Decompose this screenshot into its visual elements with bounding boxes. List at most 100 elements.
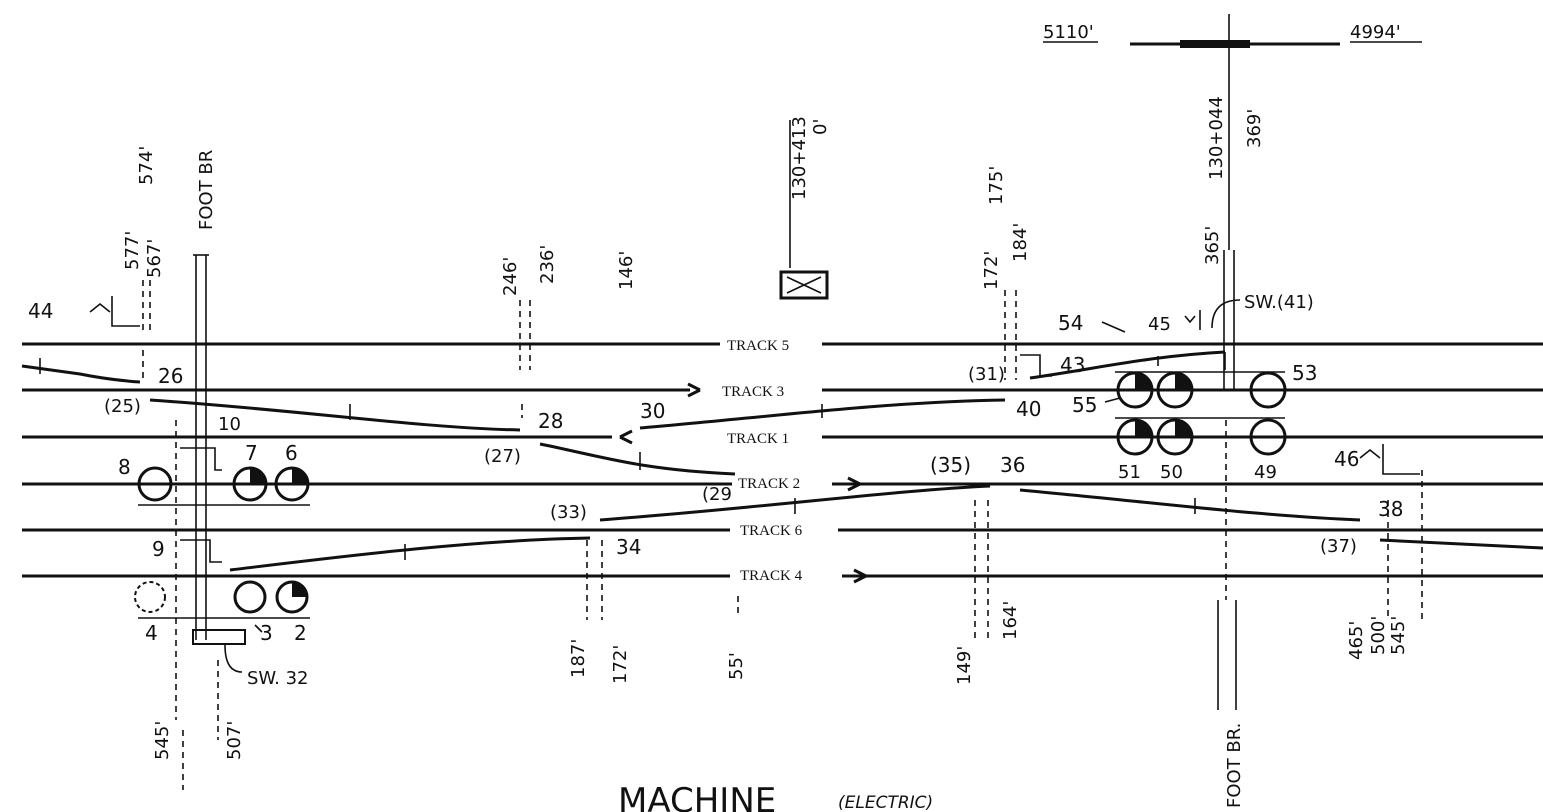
bottom-labels: 545' 507' 187' 172' 55' 149' 164' FOOT B… xyxy=(152,601,1409,808)
signal-51-fill xyxy=(1135,420,1152,437)
distance-bar-block xyxy=(1180,40,1250,48)
crossover-27-29 xyxy=(539,442,736,476)
signal-3-leader xyxy=(254,624,263,633)
signal-46-post-icon xyxy=(1359,444,1420,475)
track-4-label: TRACK 4 xyxy=(740,568,803,584)
track-3-label: TRACK 3 xyxy=(722,384,784,400)
dist-236-label: 236' xyxy=(537,245,558,284)
dist-369-label: 369' xyxy=(1244,109,1265,148)
device-53-label: 53 xyxy=(1292,361,1317,385)
signal-10-post-icon xyxy=(180,447,222,471)
signal-4-icon xyxy=(134,581,166,613)
signal-45-post-icon xyxy=(1184,310,1201,330)
device-4-label: 4 xyxy=(145,621,158,645)
signal-8-icon xyxy=(137,466,173,502)
tracks: TRACK 5 TRACK 3 TRACK 1 TRACK 2 TRACK 6 … xyxy=(22,338,1543,584)
crossover-9-34 xyxy=(229,536,591,572)
device-49-label: 49 xyxy=(1254,462,1277,483)
signal-54-fill xyxy=(1175,373,1192,390)
right-distance-label: 4994' xyxy=(1350,22,1401,43)
device-labels: 44 26 (25) 10 8 7 6 9 4 3 2 SW. 32 28 (2… xyxy=(28,292,1403,689)
dist-500-label: 500' xyxy=(1368,616,1389,655)
dist-172-label: 172' xyxy=(981,251,1002,290)
dist-184-label: 184' xyxy=(1010,223,1031,262)
dist-172b-label: 172' xyxy=(610,645,631,684)
crossover-43-45 xyxy=(1029,350,1226,380)
device-8-label: 8 xyxy=(118,455,131,479)
track-2-arrow xyxy=(847,476,861,492)
signal-49-icon xyxy=(1249,418,1287,456)
joint-ticks xyxy=(39,356,1196,560)
device-50-label: 50 xyxy=(1160,462,1183,483)
track-3-arrow xyxy=(687,382,701,398)
machine-subtitle: (ELECTRIC) xyxy=(838,793,933,812)
switch-41-leader xyxy=(1211,299,1241,329)
right-chainage-label: 130+044 xyxy=(1206,96,1227,180)
switch-32-box-icon xyxy=(192,629,246,645)
crossover-36-38 xyxy=(1019,488,1361,522)
dist-246-label: 246' xyxy=(500,257,521,296)
signal-43-post-icon xyxy=(1020,354,1052,377)
device-46-label: 46 xyxy=(1334,447,1359,471)
track-1-arrow xyxy=(619,429,633,445)
signal-53-icon xyxy=(1249,371,1287,409)
device-40-label: 40 xyxy=(1016,397,1041,421)
device-45-label: 45 xyxy=(1148,314,1171,335)
device-31-label: (31) xyxy=(968,364,1005,385)
switch-32-label: SW. 32 xyxy=(247,668,309,689)
foot-bridge-left-label: FOOT BR xyxy=(196,150,217,230)
dist-507-label: 507' xyxy=(224,721,245,760)
signal-54-leader xyxy=(1101,321,1126,333)
signal-55-fill xyxy=(1135,373,1152,390)
device-29-label: (29 xyxy=(702,484,732,505)
crossover-30-40 xyxy=(639,398,1006,430)
device-37-label: (37) xyxy=(1320,536,1357,557)
device-54-label: 54 xyxy=(1058,311,1083,335)
device-34-label: 34 xyxy=(616,535,641,559)
track-6-label: TRACK 6 xyxy=(740,523,803,539)
device-43-label: 43 xyxy=(1060,353,1085,377)
device-36-label: 36 xyxy=(1000,453,1025,477)
track-1-label: TRACK 1 xyxy=(727,431,789,447)
crossover-25-28 xyxy=(149,398,521,432)
dist-574-label: 574' xyxy=(136,146,157,185)
device-9-label: 9 xyxy=(152,537,165,561)
station-building-cross xyxy=(786,276,822,294)
dist-365-label: 365' xyxy=(1202,226,1223,265)
dist-146-label: 146' xyxy=(616,251,637,290)
crossovers xyxy=(21,350,1543,572)
station-zero-label: 0' xyxy=(810,119,831,135)
device-38-label: 38 xyxy=(1378,497,1403,521)
device-25-label: (25) xyxy=(104,396,141,417)
device-10-label: 10 xyxy=(218,414,241,435)
device-55-label: 55 xyxy=(1072,393,1097,417)
device-2-label: 2 xyxy=(294,621,307,645)
device-3-label: 3 xyxy=(260,621,273,645)
device-33-label: (33) xyxy=(550,502,587,523)
signal-44-post-icon xyxy=(89,296,140,327)
dist-545b-label: 545' xyxy=(1388,616,1409,655)
signal-55-leader xyxy=(1104,397,1121,403)
device-27-label: (27) xyxy=(484,446,521,467)
header-distance-bar: 5110' 4994' xyxy=(1043,14,1422,48)
reference-lines xyxy=(142,48,1423,790)
signal-2-fill xyxy=(292,582,307,597)
dist-175-label: 175' xyxy=(986,166,1007,205)
dist-149-label: 149' xyxy=(954,646,975,685)
dist-577-label: 577' xyxy=(122,231,143,270)
machine-title: MACHINE xyxy=(618,781,776,812)
signal-6-fill xyxy=(292,468,308,484)
left-distance-label: 5110' xyxy=(1043,22,1094,43)
switch-41-label: SW.(41) xyxy=(1244,292,1314,313)
device-44-label: 44 xyxy=(28,299,53,323)
dwarf-signals xyxy=(89,296,1420,673)
top-labels: 577' 574' 567' FOOT BR 246' 236' 146' 13… xyxy=(122,96,1265,296)
turnout-37 xyxy=(1379,538,1543,550)
device-7-label: 7 xyxy=(245,441,258,465)
switch-32-leader xyxy=(224,644,243,673)
dist-55-label: 55' xyxy=(726,652,747,680)
device-28-label: 28 xyxy=(538,409,563,433)
track-5-label: TRACK 5 xyxy=(727,338,789,354)
dist-187-label: 187' xyxy=(568,639,589,678)
